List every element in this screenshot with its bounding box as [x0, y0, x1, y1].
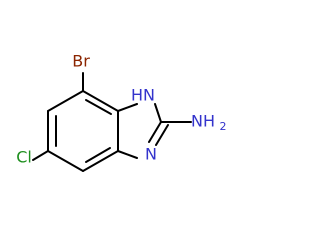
n1-label: N — [143, 86, 155, 105]
double-bond-inner-bottom — [85, 147, 111, 163]
bond-c4-c5 — [47, 150, 84, 172]
molecule-diagram: Br Cl N N H NH 2 — [16, 52, 227, 172]
bond-c3a-n3 — [117, 150, 138, 159]
double-bond-inner-top — [85, 99, 112, 115]
n3-label: N — [145, 145, 157, 164]
amino-subscript: 2 — [220, 120, 227, 133]
double-bond-c2-n3 — [155, 124, 169, 146]
bond-c3a-c4 — [82, 150, 119, 172]
bond-n1-c2 — [154, 103, 162, 123]
bond-c7-c7a — [82, 90, 119, 112]
bond-c5-cl — [32, 150, 49, 161]
chlorine-label: Cl — [16, 148, 32, 167]
bond-c7a-n1 — [117, 103, 138, 112]
bond-c2-n3 — [148, 121, 162, 143]
bromine-label: Br — [72, 52, 90, 71]
bond-c6-c7 — [47, 90, 84, 112]
amino-label: NH — [191, 112, 215, 131]
structure-canvas: Br Cl N N H NH 2 — [16, 51, 227, 172]
bond-lines — [32, 72, 192, 172]
n1-hydrogen-label: H — [131, 86, 143, 105]
